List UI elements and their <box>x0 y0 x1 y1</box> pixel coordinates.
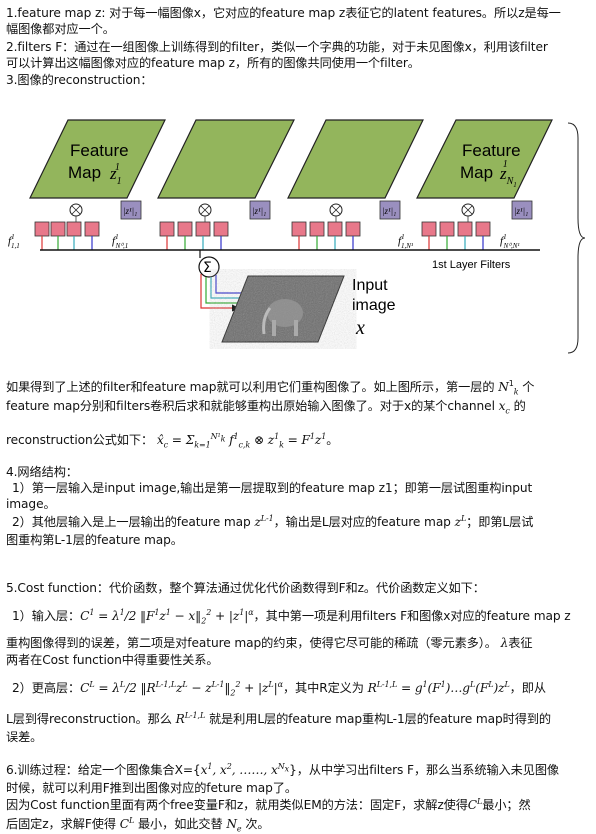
section-4-item1-line1: 1）第一层输入是input image,输出是第一层提取到的feature ma… <box>12 481 533 495</box>
sum-node <box>198 256 220 278</box>
section-2-line-1: 2.filters F：通过在一组图像上训练得到的filter，类似一个字典的功… <box>6 40 548 54</box>
input-image <box>221 275 345 343</box>
cost-formula-1: C1 = λ1/2 ‖F1z1 − x‖22 + |z1|α <box>80 607 254 626</box>
feature-map-1-var: z11 <box>109 162 121 187</box>
feature-map-1-label-line2: Map <box>68 163 101 182</box>
feature-map-4-label-line1: Feature <box>462 141 521 160</box>
feature-map-3 <box>287 119 424 199</box>
feature-maps <box>29 119 553 199</box>
section-5-item1-line2: 重构图像得到的误差，第二项是对feature map的约束，使得它尽可能的稀疏（… <box>6 636 533 650</box>
section-4-item1-line2: image。 <box>6 497 56 511</box>
input-image-label-line1: Input <box>352 277 388 294</box>
section-4-item2-line2: 图重构第L-1层的feature map。 <box>6 533 183 547</box>
section-6-line4: 后固定z，求解F使得 CL 最小，如此交替 Ne 次。 <box>6 815 270 834</box>
svg-text:|z¹|₁: |z¹|₁ <box>252 206 266 216</box>
para1-line1: 如果得到了上述的filter和feature map就可以利用它们重构图像了。如… <box>6 378 535 397</box>
reconstruction-formula: x̂c = Σk=1N¹k f1c,k ⊗ z1k = F1z1 <box>156 431 327 450</box>
section-6-line2: 时候，就可以利用F推到出图像对应的feture map了。 <box>6 781 297 795</box>
filter-boxes <box>34 221 491 237</box>
section-5-item1-line1: 1）输入层：C1 = λ1/2 ‖F1z1 − x‖22 + |z1|α，其中第… <box>12 607 571 626</box>
feature-map-1 <box>29 119 166 199</box>
norm-boxes: |z¹|₁ |z¹|₁ |z¹|₁ |z¹|₁ <box>120 200 533 220</box>
section-1-line-1: 1.feature map z: 对于每一幅图像x，它对应的feature ma… <box>6 6 561 20</box>
section-6-line3: 因为Cost function里面有两个free变量F和z，就用类似EM的方法：… <box>6 796 531 812</box>
svg-text:|z¹|₁: |z¹|₁ <box>123 206 137 216</box>
feature-map-1-label-line1: Feature <box>70 141 129 160</box>
section-6-line1: 6.训练过程：给定一个图像集合X={x1, x2, ……, xNx}，从中学习出… <box>6 761 559 777</box>
section-4-item2-line1: 2）其他层输入是上一层输出的feature map zL-1，输出是L层对应的f… <box>12 513 534 529</box>
input-image-var: x <box>355 317 365 339</box>
svg-text:|z¹|₁: |z¹|₁ <box>514 206 528 216</box>
para1-line3: reconstruction公式如下： x̂c = Σk=1N¹k f1c,k … <box>6 431 339 450</box>
feature-map-4 <box>416 119 553 199</box>
right-bracket <box>567 122 586 354</box>
layer-filters-label: 1st Layer Filters <box>432 259 511 271</box>
section-3-heading: 3.图像的reconstruction： <box>6 73 153 87</box>
sum-symbol: Σ <box>203 260 212 276</box>
input-image-label-line2: image <box>352 297 396 314</box>
cost-formula-L: CL = λL/2 ‖RL-1,LzL − zL-1‖22 + |zL|α <box>80 679 283 698</box>
section-5-item2-line3: 误差。 <box>6 730 43 744</box>
section-5-item2-line1: 2）更高层：CL = λL/2 ‖RL-1,LzL − zL-1‖22 + |z… <box>12 679 546 698</box>
section-1-line-2: 幅图像都对应一个。 <box>6 22 115 36</box>
section-4-title: 4.网络结构： <box>6 465 78 479</box>
svg-text:|z¹|₁: |z¹|₁ <box>382 206 396 216</box>
para1-line2: feature map分别和filters卷积后求和就能够重构出原始输入图像了。… <box>6 399 526 416</box>
section-5-item1-line3: 两者在Cost function中得重要性关系。 <box>6 653 219 667</box>
feature-map-2 <box>157 119 295 199</box>
feature-map-4-label-line2: Map <box>460 163 493 182</box>
section-2-line-2: 可以计算出这幅图像对应的feature map z，所有的图像共同使用一个fil… <box>6 56 420 70</box>
section-5-title: 5.Cost function：代价函数，整个算法通过优化代价函数得到F和z。代… <box>6 581 485 595</box>
deconvolution-figure: Feature Map z11 Feature Map zN11 |z¹|₁ |… <box>8 119 586 354</box>
section-5-item2-line2: L层到得reconstruction。那么 RL-1,L 就是利用L层的feat… <box>6 710 552 726</box>
